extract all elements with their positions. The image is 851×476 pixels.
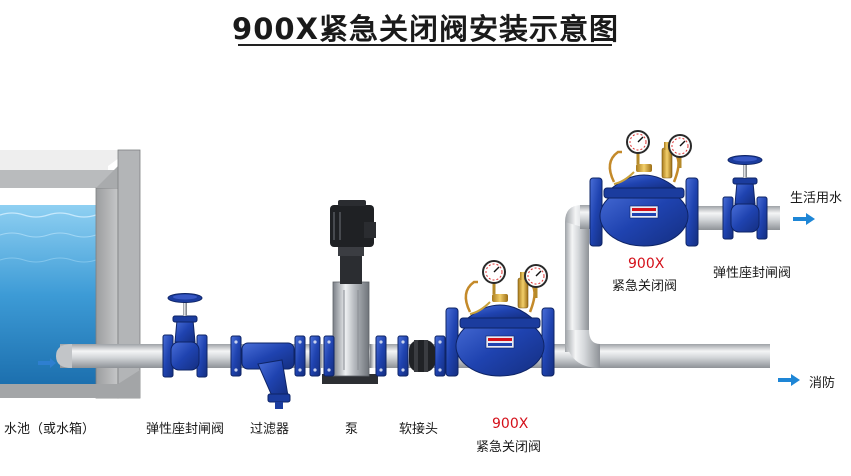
label-flex-joint: 软接头 [399,422,439,437]
pressure-gauge-icon [625,129,651,166]
pressure-gauge-icon [481,259,507,296]
label-valve-name-1: 紧急关闭阀 [476,440,542,455]
arrow-right-icon [778,374,800,386]
y-strainer [230,335,306,409]
label-outlet-fire: 消防 [809,376,836,391]
label-outlet-domestic: 生活用水 [790,191,843,206]
page-title: 900X紧急关闭阀安装示意图 [232,12,619,46]
label-pump: 泵 [345,422,359,437]
flexible-joint [397,335,446,377]
label-gate-valve-1: 弹性座封闸阀 [146,422,225,437]
label-valve-model-2: 900X [628,256,665,272]
label-strainer: 过滤器 [250,422,290,437]
arrow-right-icon [793,213,815,225]
label-valve-model-1: 900X [492,416,529,432]
label-tank: 水池（或水箱） [4,422,96,437]
emergency-shutoff-valve-1 [444,259,556,378]
gate-valve-2 [722,155,768,240]
title-underline [238,44,612,46]
emergency-shutoff-valve-2 [588,129,700,248]
label-valve-name-2: 紧急关闭阀 [612,279,678,294]
gate-valve-1 [162,293,208,378]
label-gate-valve-2: 弹性座封闸阀 [713,266,792,281]
vertical-pump [320,200,382,384]
arrow-right-icon [38,358,56,368]
